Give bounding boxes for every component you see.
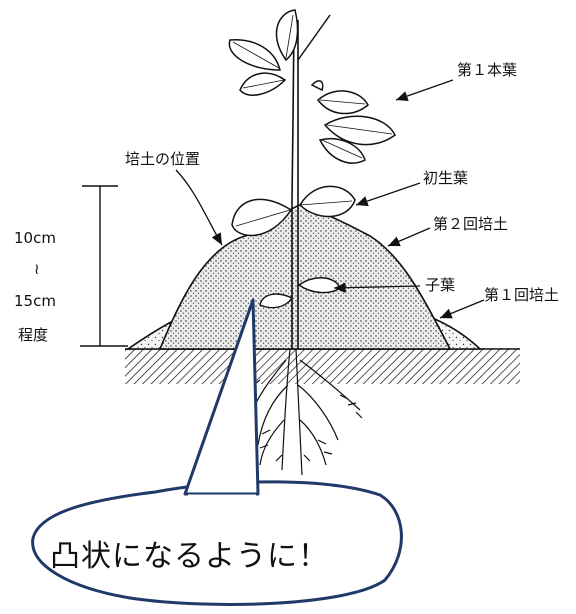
label-cotyledon: 子葉 xyxy=(425,276,455,294)
height-label-tilde: ≀ xyxy=(34,260,40,278)
second-hilling-mound xyxy=(160,205,450,349)
callout-text: 凸状になるように！ xyxy=(50,539,329,574)
label-second-hilling: 第２回培土 xyxy=(433,215,508,233)
height-label-top: 10cm xyxy=(14,229,56,247)
ground xyxy=(125,348,520,384)
height-bracket xyxy=(80,186,128,346)
first-true-leaves xyxy=(229,10,395,163)
height-label-approx: 程度 xyxy=(18,326,48,344)
label-primary-leaf: 初生葉 xyxy=(423,169,468,187)
label-first-hilling: 第１回培土 xyxy=(484,286,559,304)
label-hilling-position: 培土の位置 xyxy=(125,150,200,168)
label-first-true-leaf: 第１本葉 xyxy=(457,61,517,79)
height-label-bottom: 15cm xyxy=(14,292,56,310)
